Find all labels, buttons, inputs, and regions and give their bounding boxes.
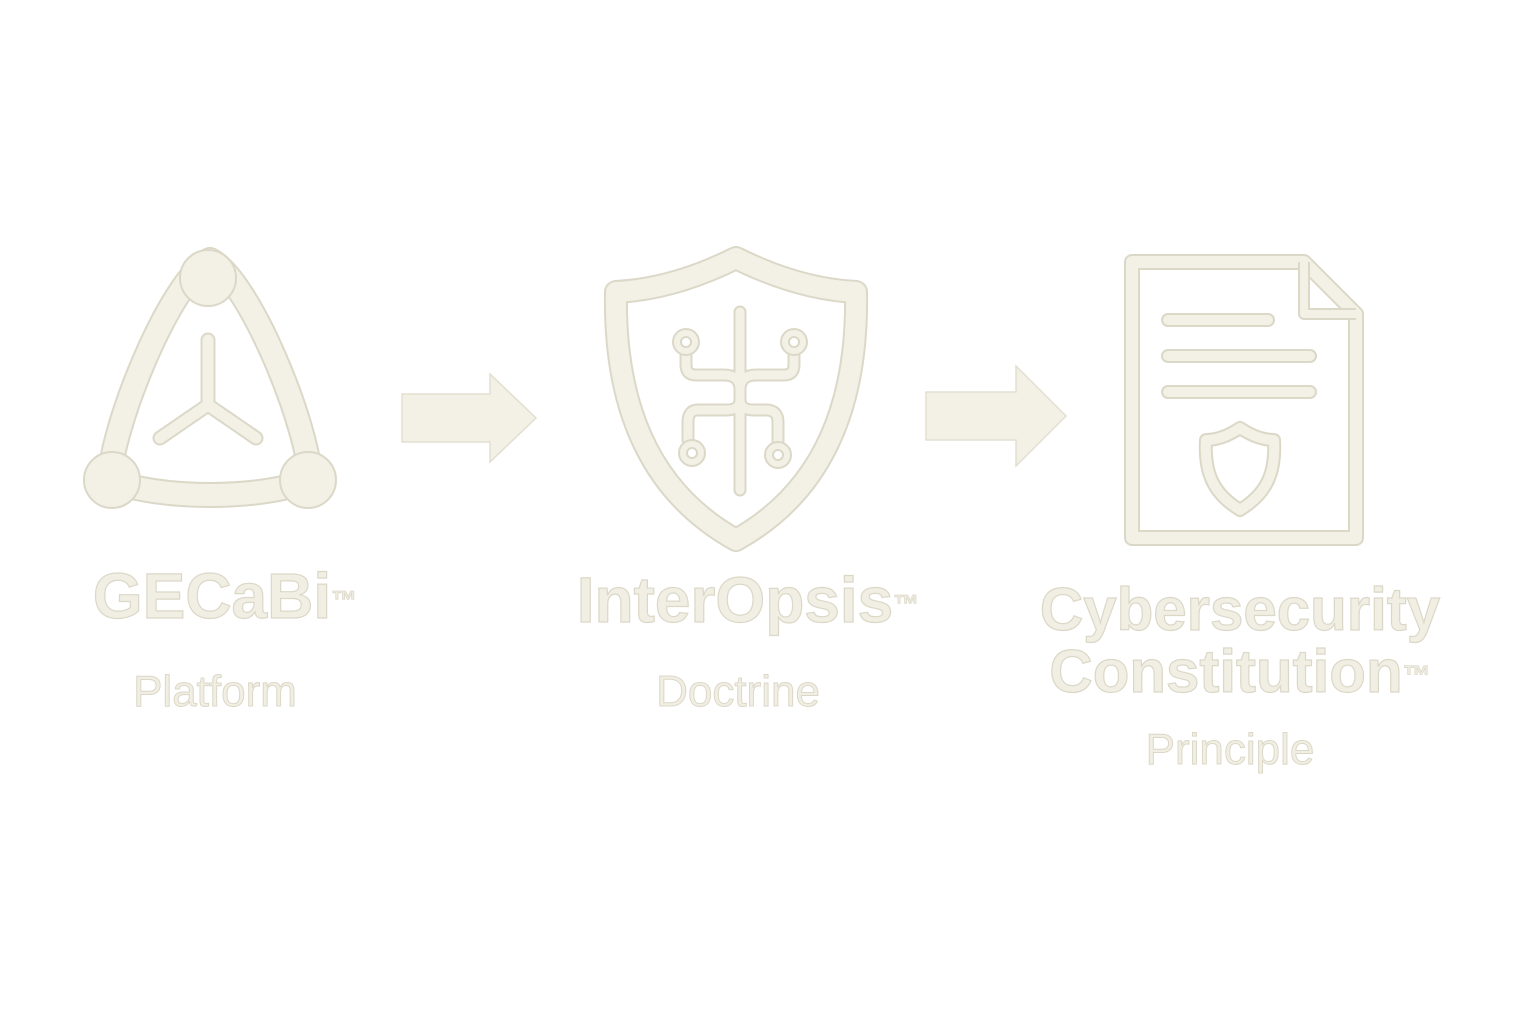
arrow-right-icon	[400, 372, 540, 464]
arrow-right-icon	[924, 364, 1070, 468]
step-subtitle: Principle	[1145, 725, 1315, 774]
document-shield-icon	[1118, 254, 1364, 548]
triangle-network-icon	[80, 247, 340, 520]
shield-circuit-icon	[603, 246, 869, 552]
step-title-text: Constitution	[1049, 638, 1403, 705]
step-title-text: InterOpsis	[576, 564, 894, 636]
step-title: InterOpsis™	[548, 567, 948, 632]
step-subtitle: Platform	[133, 667, 298, 716]
step-subtitle: Doctrine	[656, 667, 821, 716]
step-title-line2: Constitution™	[1030, 641, 1450, 702]
step-title-text: GECaBi	[92, 560, 332, 632]
trademark-mark: ™	[331, 585, 358, 616]
step-title: GECaBi™	[60, 563, 390, 628]
trademark-mark: ™	[893, 589, 920, 620]
trademark-mark: ™	[1402, 660, 1431, 692]
step-title-line1: Cybersecurity	[1039, 576, 1441, 643]
